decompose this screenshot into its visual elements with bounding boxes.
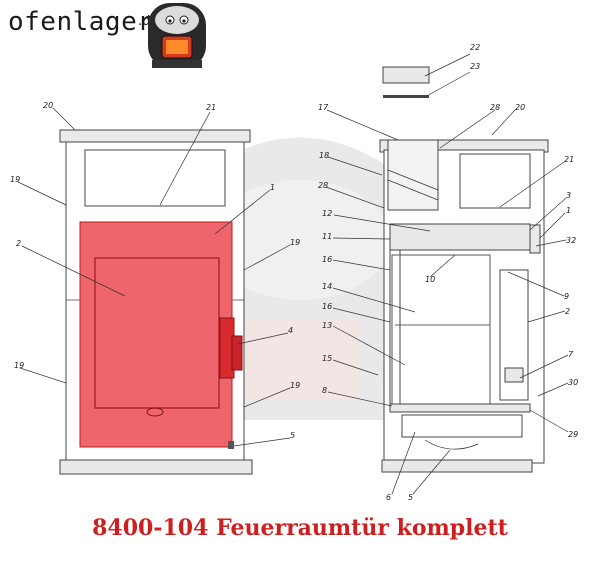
front-view xyxy=(59,129,253,475)
callout-front-19b: 19 xyxy=(290,238,300,247)
callout-side-29: 29 xyxy=(568,430,578,439)
brand-logo[interactable]: ofenlager .de xyxy=(8,3,206,68)
callout-front-20: 20 xyxy=(43,101,53,110)
grate-8 xyxy=(389,403,531,413)
callout-side-16b: 16 xyxy=(322,302,332,311)
combustion-door-highlight[interactable] xyxy=(79,221,243,448)
callout-side-28b: 28 xyxy=(318,181,328,190)
callout-side-13: 13 xyxy=(322,321,332,330)
callout-side-17: 17 xyxy=(318,103,329,112)
callout-side-16a: 16 xyxy=(322,255,332,264)
callout-side-23: 23 xyxy=(470,62,480,71)
callout-side-18: 18 xyxy=(319,151,329,160)
part-caption: 8400-104 Feuerraumtür komplett xyxy=(92,515,508,541)
ashpan-6 xyxy=(401,414,523,438)
callout-front-19a: 19 xyxy=(10,175,20,184)
callout-front-19d: 19 xyxy=(290,381,300,390)
callout-side-5: 5 xyxy=(408,493,413,502)
part-23 xyxy=(383,95,429,98)
callout-side-6: 6 xyxy=(386,493,391,502)
callout-side-12: 12 xyxy=(322,209,332,218)
handle-7 xyxy=(504,367,524,383)
front-leaders xyxy=(17,107,291,447)
callout-side-30: 30 xyxy=(568,378,578,387)
flue-collar-17 xyxy=(387,139,439,211)
brand-name: ofenlager xyxy=(8,7,153,37)
callout-side-7: 7 xyxy=(568,350,574,359)
base-side xyxy=(381,459,533,473)
callout-side-15: 15 xyxy=(322,354,332,363)
latch-5 xyxy=(228,441,234,449)
callout-side-32: 32 xyxy=(566,236,576,245)
upper-panel-21 xyxy=(84,149,226,207)
callout-front-19c: 19 xyxy=(14,361,24,370)
callout-front-1: 1 xyxy=(270,183,275,192)
side-view xyxy=(379,66,549,473)
callout-side-14: 14 xyxy=(322,282,332,291)
callout-front-2: 2 xyxy=(16,239,21,248)
callout-side-20: 20 xyxy=(515,103,525,112)
callout-front-5: 5 xyxy=(290,431,295,440)
callout-side-21: 21 xyxy=(564,155,574,164)
side-callouts: 22 23 17 28 20 18 28 21 3 1 12 11 32 16 … xyxy=(318,43,578,502)
callout-front-4: 4 xyxy=(288,326,293,335)
upper-compartment xyxy=(459,153,531,209)
top-plate-20 xyxy=(59,129,251,143)
callout-side-10: 10 xyxy=(425,275,435,284)
callout-front-21: 21 xyxy=(206,103,216,112)
callout-side-2: 2 xyxy=(565,307,570,316)
callout-side-3: 3 xyxy=(566,191,571,200)
callout-side-1: 1 xyxy=(566,206,571,215)
stove-mascot-icon xyxy=(148,3,206,68)
callout-side-11: 11 xyxy=(322,232,332,241)
callout-side-9: 9 xyxy=(564,292,569,301)
callout-side-8: 8 xyxy=(322,386,327,395)
callout-side-22: 22 xyxy=(470,43,480,52)
callout-side-28a: 28 xyxy=(490,103,500,112)
front-callouts: 20 21 19 1 2 19 19 4 19 5 xyxy=(10,101,300,440)
part-22 xyxy=(382,66,430,84)
hinge-3 xyxy=(529,224,541,254)
base-plinth xyxy=(59,459,253,475)
side-leaders xyxy=(325,53,569,495)
